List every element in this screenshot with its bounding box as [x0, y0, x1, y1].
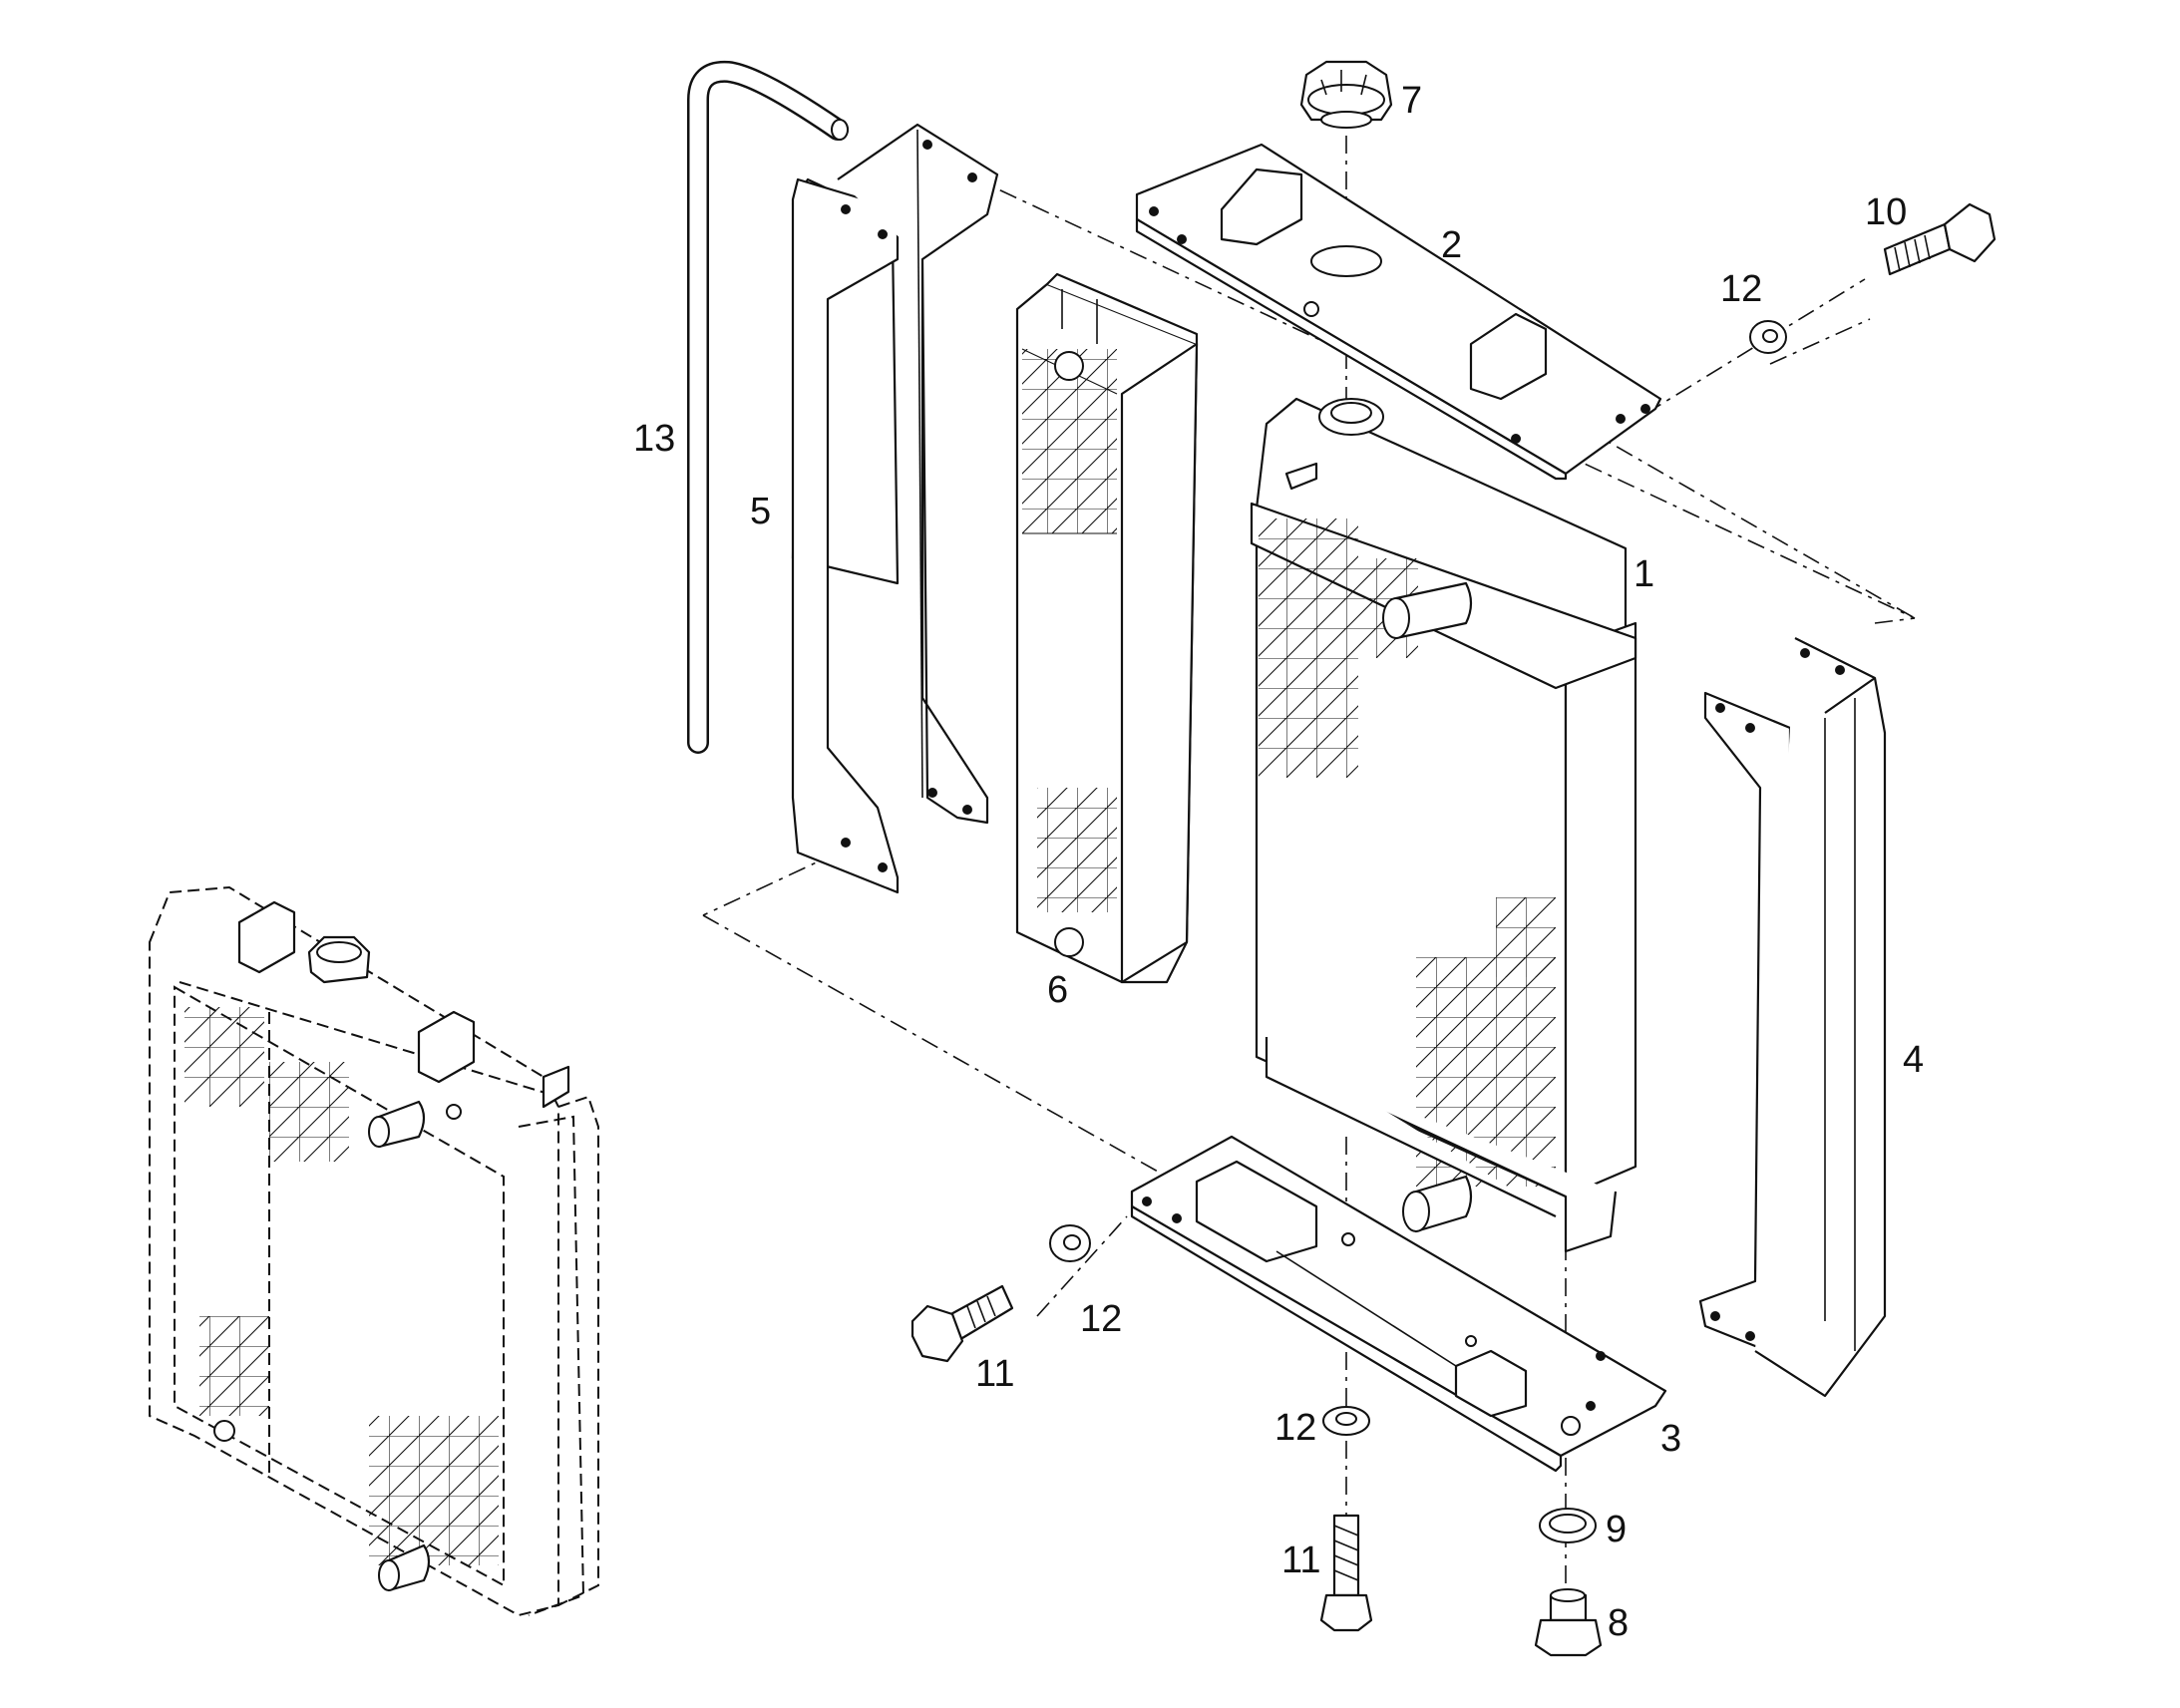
callout-5: 5 — [750, 491, 771, 532]
callout-4: 4 — [1903, 1039, 1924, 1081]
washer-lower-left — [1049, 1224, 1091, 1262]
bolt-upper — [1883, 202, 1997, 276]
assembled-view — [149, 885, 599, 1617]
callout-8: 8 — [1608, 1602, 1629, 1644]
callout-10: 10 — [1865, 191, 1907, 233]
bottom-bracket — [1130, 1135, 1667, 1473]
left-baffle — [791, 123, 999, 894]
callouts: 1 2 3 4 5 6 7 8 9 10 11 11 12 12 12 13 — [633, 80, 1924, 1644]
bolt-lower-center — [1319, 1514, 1373, 1632]
callout-1: 1 — [1634, 553, 1654, 595]
callout-12-bottom: 12 — [1274, 1407, 1316, 1449]
callout-7: 7 — [1401, 80, 1422, 122]
callout-11-bottom: 11 — [1281, 1539, 1320, 1581]
callout-12-left: 12 — [1080, 1298, 1122, 1340]
oil-cooler — [1015, 272, 1199, 984]
drain-seal — [1539, 1508, 1597, 1543]
drain-plug — [1534, 1588, 1603, 1657]
top-bracket — [1135, 143, 1662, 481]
bolt-lower-left — [910, 1284, 1014, 1363]
washer-lower-center — [1322, 1406, 1370, 1436]
callout-6: 6 — [1047, 969, 1068, 1011]
callout-11-left: 11 — [975, 1353, 1014, 1395]
filler-cap — [1299, 60, 1393, 129]
callout-13: 13 — [633, 418, 675, 460]
hose — [687, 60, 849, 754]
callout-2: 2 — [1441, 224, 1462, 266]
callout-12-upper: 12 — [1720, 268, 1762, 310]
callout-3: 3 — [1660, 1418, 1681, 1460]
callout-9: 9 — [1606, 1509, 1627, 1550]
radiator — [1250, 397, 1637, 1253]
washer-upper — [1749, 320, 1787, 354]
right-baffle — [1698, 637, 1887, 1398]
